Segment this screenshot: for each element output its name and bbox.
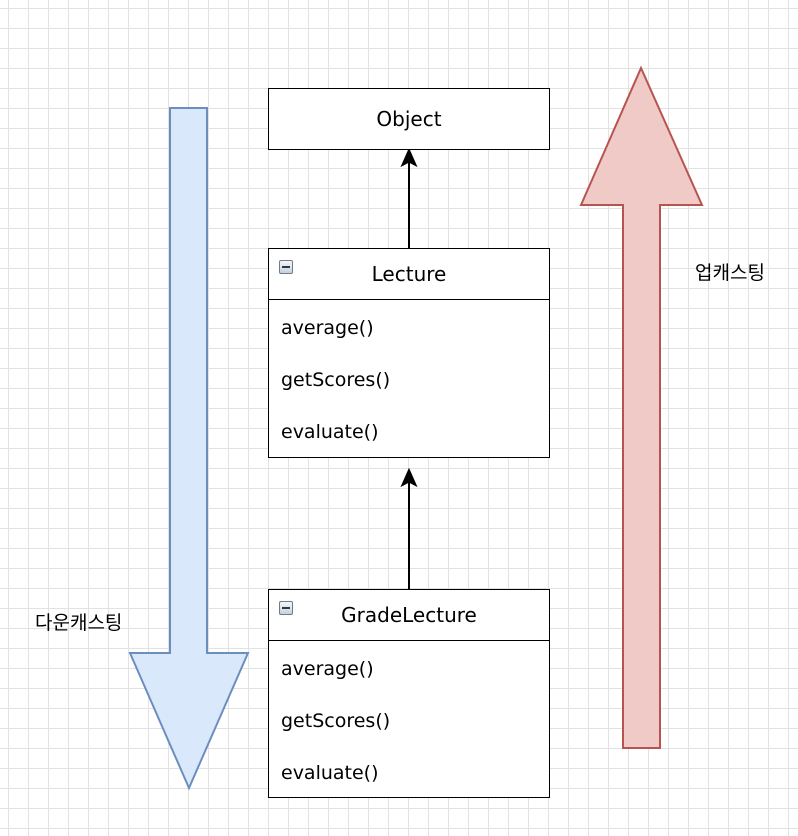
gradelecture-method-getscores[interactable]: getScores() [281, 710, 391, 732]
upcast-arrow[interactable] [579, 65, 704, 749]
gradelecture-method-average[interactable]: average() [281, 658, 374, 680]
downcast-arrow[interactable] [128, 107, 250, 791]
object-class-box[interactable]: Object [268, 88, 550, 150]
gradelecture-method-list: average() getScores() evaluate() [269, 641, 549, 799]
gradelecture-class-header[interactable]: GradeLecture [269, 590, 549, 641]
lecture-method-getscores[interactable]: getScores() [281, 369, 391, 391]
lecture-to-object-arrowhead [400, 147, 418, 168]
collapse-icon[interactable] [279, 601, 293, 615]
lecture-class-header[interactable]: Lecture [269, 249, 549, 300]
lecture-method-evaluate[interactable]: evaluate() [281, 421, 379, 443]
lecture-method-list: average() getScores() evaluate() [269, 300, 549, 458]
upcasting-label[interactable]: 업캐스팅 [695, 262, 765, 284]
gradelecture-method-evaluate[interactable]: evaluate() [281, 762, 379, 784]
gradelecture-class-name: GradeLecture [341, 603, 477, 627]
downcasting-label[interactable]: 다운캐스팅 [35, 612, 123, 634]
collapse-icon[interactable] [279, 260, 293, 274]
gradelecture-to-lecture-arrowhead [400, 467, 418, 488]
lecture-class-name: Lecture [371, 262, 447, 286]
object-class-name: Object [376, 107, 442, 131]
gradelecture-class-box[interactable]: GradeLecture average() getScores() evalu… [268, 589, 550, 798]
lecture-method-average[interactable]: average() [281, 317, 374, 339]
lecture-class-box[interactable]: Lecture average() getScores() evaluate() [268, 248, 550, 458]
